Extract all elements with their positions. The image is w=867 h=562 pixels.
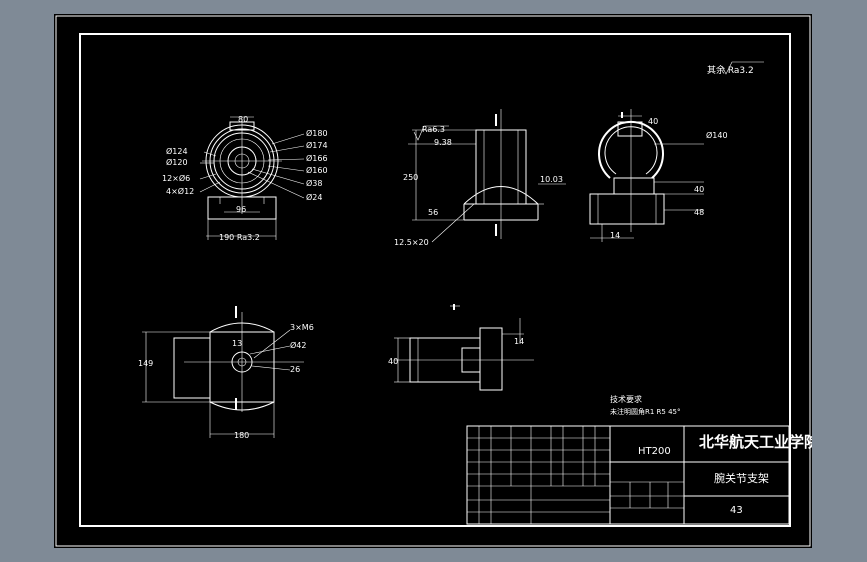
part-name: 腕关节支架	[714, 471, 769, 485]
outer-frame	[55, 15, 811, 547]
svg-text:Ra6.3: Ra6.3	[422, 125, 445, 134]
svg-text:190 Ra3.2: 190 Ra3.2	[219, 233, 260, 242]
svg-text:12.5×20: 12.5×20	[394, 238, 429, 247]
inner-frame	[79, 33, 791, 527]
svg-text:180: 180	[234, 431, 249, 440]
svg-text:40: 40	[388, 357, 398, 366]
svg-text:技术要求: 技术要求	[610, 394, 642, 404]
svg-text:149: 149	[138, 359, 153, 368]
svg-text:Ø174: Ø174	[306, 140, 328, 150]
view-front-circular: 80 Ø124 Ø120 12×Ø6 4×Ø12 Ø180 Ø174 Ø166 …	[162, 115, 328, 242]
svg-text:13: 13	[232, 339, 242, 348]
school-name: 北华航天工业学院	[699, 433, 812, 451]
drawing-number: 43	[730, 505, 743, 516]
svg-text:40: 40	[694, 185, 704, 194]
general-roughness-note: 其余 Ra3.2	[707, 61, 764, 76]
svg-text:Ø124: Ø124	[166, 146, 188, 156]
cad-drawing: 其余 Ra3.2 80 Ø124 Ø120 12×Ø6 4×Ø12 Ø180 Ø…	[55, 15, 819, 547]
svg-text:26: 26	[290, 365, 300, 374]
svg-text:96: 96	[236, 205, 246, 214]
title-block: HT200 北华航天工业学院 腕关节支架 43	[466, 425, 819, 525]
svg-text:250: 250	[403, 173, 418, 182]
svg-text:Ø140: Ø140	[706, 130, 728, 140]
svg-text:Ø38: Ø38	[306, 178, 322, 188]
material-label: HT200	[638, 446, 671, 457]
drawing-sheet: 其余 Ra3.2 80 Ø124 Ø120 12×Ø6 4×Ø12 Ø180 Ø…	[54, 14, 819, 548]
svg-text:未注明圆角R1 R5 45°: 未注明圆角R1 R5 45°	[610, 407, 681, 416]
view-top: 3×M6 13 Ø42 26 149 180	[138, 306, 314, 440]
svg-text:10.03: 10.03	[540, 175, 563, 184]
svg-text:9.38: 9.38	[434, 138, 452, 147]
svg-text:Ø180: Ø180	[306, 128, 328, 138]
svg-text:Ø160: Ø160	[306, 165, 328, 175]
svg-text:4×Ø12: 4×Ø12	[166, 186, 194, 196]
view-bottom-section: 40 14	[388, 304, 534, 391]
svg-text:Ø42: Ø42	[290, 340, 306, 350]
svg-text:Ø120: Ø120	[166, 157, 188, 167]
svg-text:14: 14	[610, 231, 620, 240]
svg-text:40: 40	[648, 117, 658, 126]
svg-text:Ø24: Ø24	[306, 192, 322, 202]
svg-text:80: 80	[238, 115, 248, 124]
svg-text:其余 Ra3.2: 其余 Ra3.2	[707, 64, 754, 76]
view-right-section: 40 Ø140 40 48 14	[589, 109, 728, 242]
svg-text:Ø166: Ø166	[306, 153, 328, 163]
svg-text:48: 48	[694, 208, 704, 217]
view-side-section: Ra6.3 9.38 250 56 10.03 12.5×20	[394, 109, 566, 247]
svg-text:56: 56	[428, 208, 438, 217]
svg-text:12×Ø6: 12×Ø6	[162, 173, 190, 183]
svg-text:3×M6: 3×M6	[290, 323, 314, 332]
technical-notes: 技术要求 未注明圆角R1 R5 45°	[610, 394, 681, 416]
svg-text:14: 14	[514, 337, 524, 346]
